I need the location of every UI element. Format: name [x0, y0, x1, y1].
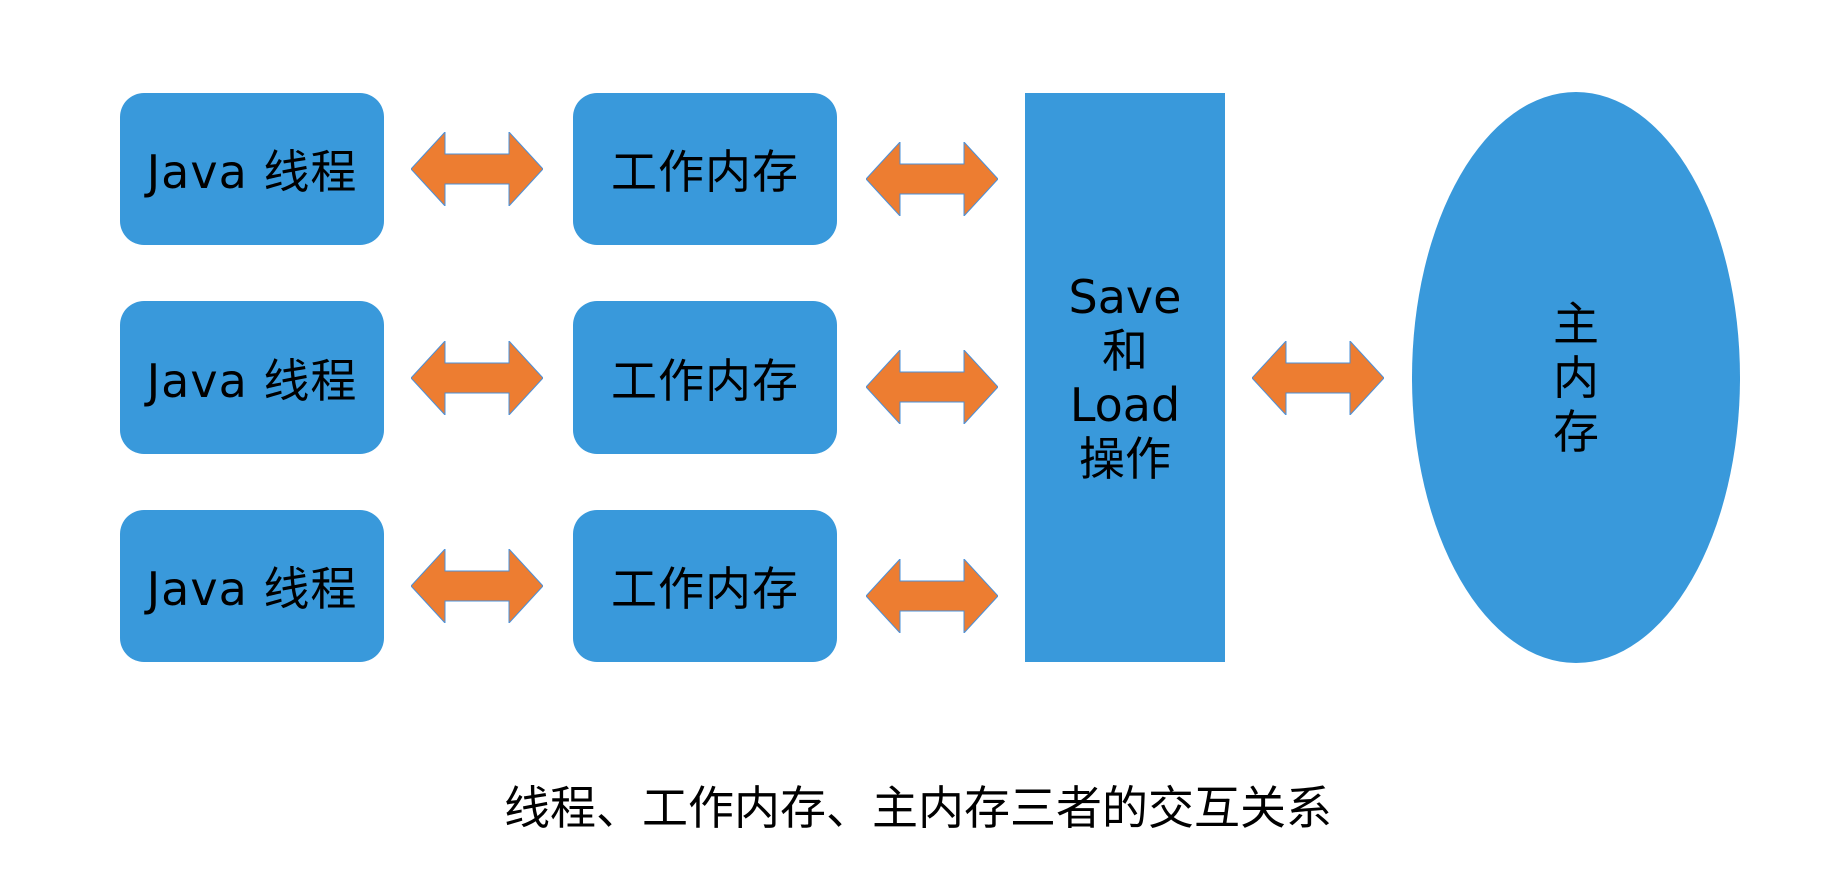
working-memory-label: 工作内存 [611, 353, 799, 408]
working-memory-box-2: 工作内存 [573, 301, 837, 454]
double-arrow-icon [411, 549, 543, 623]
working-memory-label: 工作内存 [611, 562, 799, 616]
java-thread-label: Java 线程 [146, 353, 358, 408]
double-arrow-icon [866, 559, 998, 633]
main-memory-line: 内 [1553, 350, 1599, 405]
save-load-line: 和 [1102, 323, 1148, 378]
double-arrow-icon [866, 142, 998, 216]
java-thread-label: Java 线程 [146, 145, 358, 199]
java-thread-box-1: Java 线程 [120, 93, 384, 245]
main-memory-line: 存 [1553, 404, 1599, 459]
working-memory-box-1: 工作内存 [573, 93, 837, 245]
main-memory-ellipse: 主 内 存 [1412, 92, 1740, 663]
double-arrow-icon [411, 132, 543, 206]
double-arrow-icon [866, 350, 998, 424]
save-load-line: Load [1069, 377, 1181, 432]
double-arrow-icon [1252, 341, 1384, 415]
java-thread-label: Java 线程 [146, 562, 358, 616]
working-memory-label: 工作内存 [611, 145, 799, 199]
save-load-line: 操作 [1079, 431, 1171, 486]
double-arrow-icon [411, 341, 543, 415]
save-load-operation-box: Save 和 Load 操作 [1025, 93, 1225, 662]
java-thread-box-3: Java 线程 [120, 510, 384, 662]
working-memory-box-3: 工作内存 [573, 510, 837, 662]
java-thread-box-2: Java 线程 [120, 301, 384, 454]
save-load-line: Save [1068, 269, 1182, 324]
main-memory-line: 主 [1553, 296, 1599, 351]
diagram-caption: 线程、工作内存、主内存三者的交互关系 [504, 781, 1332, 835]
